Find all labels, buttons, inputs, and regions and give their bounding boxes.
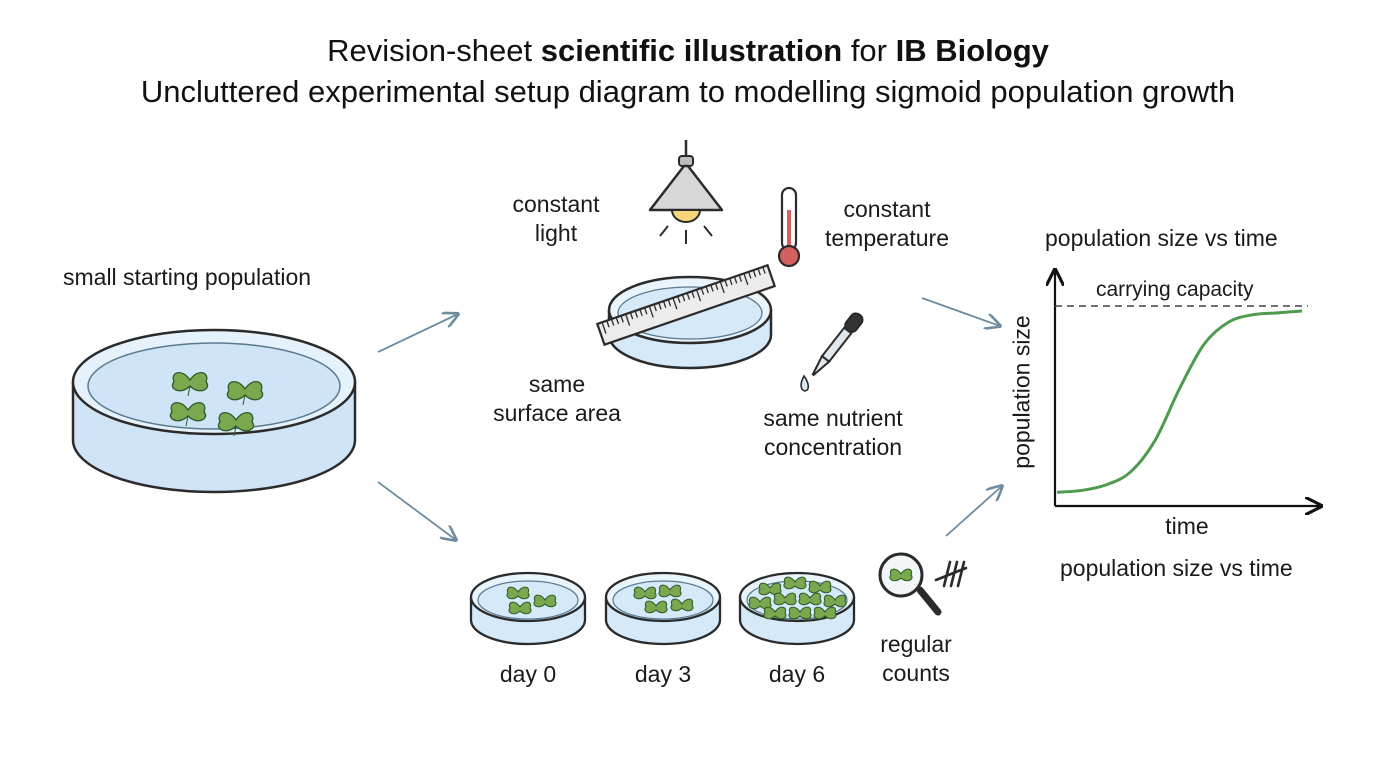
arrow-to-controls [377, 314, 458, 353]
ruler-tick [705, 286, 709, 294]
pipette-icon [811, 312, 864, 377]
ruler-tick [729, 278, 733, 286]
ruler-tick [667, 299, 672, 307]
ruler-tick [757, 268, 761, 276]
ruler-tick [695, 289, 702, 302]
sigmoid-graph [1055, 270, 1321, 506]
dish-day-0 [469, 571, 587, 646]
ruler-tick [658, 302, 662, 310]
ruler-tick [615, 317, 620, 325]
ruler-tick [747, 271, 752, 279]
graph-title-bottom: population size vs time [1060, 555, 1293, 581]
starting-population-label: small starting population [63, 264, 312, 290]
tally-marks-icon [934, 560, 968, 588]
ruler-tick [625, 313, 631, 326]
ruler-tick [733, 276, 738, 284]
y-axis-label: population size [1008, 315, 1035, 469]
ruler-tick [601, 322, 607, 334]
ruler-tick [700, 287, 705, 295]
day-3-label: day 3 [634, 661, 692, 687]
ruler-tick [643, 307, 648, 315]
droplet-icon [800, 374, 810, 392]
carrying-capacity-label: carrying capacity [1096, 278, 1254, 301]
ruler-tick [634, 310, 639, 318]
ruler-tick [738, 274, 743, 282]
ruler-tick [686, 292, 691, 300]
arrow-to-sampling [377, 481, 456, 540]
ruler-tick [681, 294, 686, 302]
starting-petri-dish [71, 328, 357, 494]
dish-day-3 [604, 571, 722, 646]
title-line-2: Uncluttered experimental setup diagram t… [140, 74, 1236, 109]
population-curve [1056, 309, 1303, 494]
ruler-tick [710, 284, 714, 292]
title-line-1: Revision-sheet scientific illustration f… [327, 33, 1049, 68]
arrow-sampling-to-graph [945, 486, 1002, 537]
ruler-tick [610, 318, 615, 326]
ruler-tick [752, 269, 757, 278]
ruler-tick [743, 273, 749, 285]
ruler-tick [724, 279, 728, 287]
lamp-icon [648, 140, 724, 244]
ruler-tick [714, 282, 719, 291]
ruler-tick [639, 309, 643, 317]
ruler-tick [662, 300, 667, 308]
day-0-label: day 0 [499, 661, 557, 687]
ruler-tick [762, 266, 766, 274]
ruler-tick [653, 304, 657, 312]
ruler-tick [719, 281, 725, 294]
ruler-tick [629, 312, 634, 320]
ruler-tick [606, 320, 610, 328]
ruler-tick [672, 297, 678, 310]
thermometer-icon [777, 186, 801, 268]
x-axis-label: time [1165, 513, 1209, 539]
ruler-tick [677, 296, 681, 304]
ruler-tick [620, 315, 624, 323]
dish-day-6 [738, 571, 856, 646]
ruler-icon [595, 263, 777, 347]
graph-title-top: population size vs time [1045, 225, 1278, 251]
magnifier-icon [878, 552, 942, 616]
arrow-controls-to-graph [921, 297, 1000, 326]
day-6-label: day 6 [768, 661, 826, 687]
ruler-tick [648, 305, 654, 318]
ruler-tick [691, 291, 695, 299]
